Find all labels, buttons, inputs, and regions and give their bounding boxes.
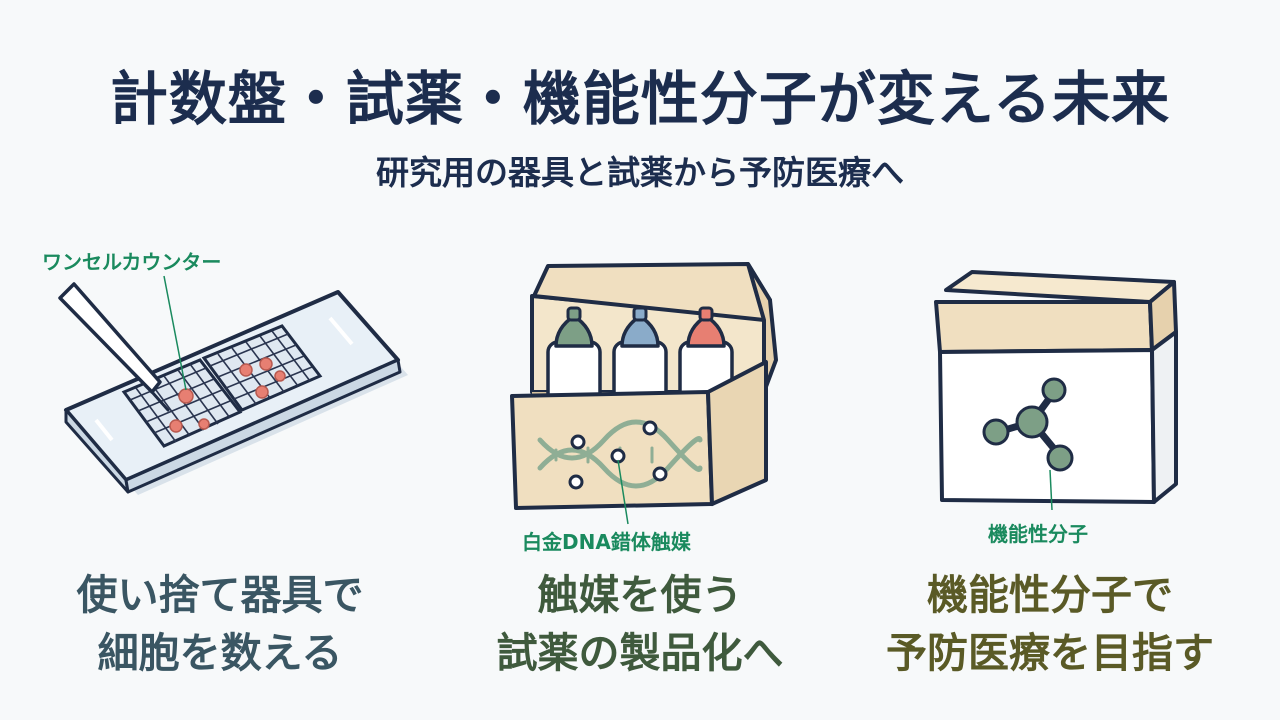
atom — [570, 434, 586, 450]
caption-preventive-medicine: 機能性分子で 予防医療を目指す — [860, 566, 1240, 682]
caption-line: 使い捨て器具で — [76, 571, 364, 619]
caption-catalyst-reagent: 触媒を使う 試薬の製品化へ — [460, 566, 820, 682]
caption-line: 機能性分子で — [927, 571, 1173, 619]
cell — [259, 357, 273, 371]
cell — [178, 388, 194, 404]
caption-line: 細胞を数える — [97, 629, 343, 677]
caption-disposable-counter: 使い捨て器具で 細胞を数える — [40, 566, 400, 682]
box-lid — [934, 300, 1154, 354]
caption-line: 試薬の製品化へ — [496, 629, 784, 677]
callout-platinum-dna-catalyst: 白金DNA錯体触媒 — [522, 530, 691, 554]
caption-line: 触媒を使う — [537, 571, 743, 619]
cell — [169, 419, 183, 433]
caption-line: 予防医療を目指す — [886, 629, 1214, 677]
atom — [642, 420, 658, 436]
atom — [652, 466, 668, 482]
page-subtitle: 研究用の器具と試薬から予防医療へ — [376, 153, 904, 192]
atom — [568, 474, 584, 490]
molecule-icon — [982, 377, 1074, 472]
cell — [255, 385, 269, 399]
callout-one-cell-counter: ワンセルカウンター — [42, 250, 222, 274]
pipette — [58, 282, 162, 394]
molecule-box-illustration — [934, 270, 1178, 511]
reagent-box-illustration — [510, 262, 778, 525]
cell — [239, 363, 253, 377]
cell — [274, 370, 286, 382]
cell — [198, 418, 210, 430]
counting-slide-illustration — [58, 275, 408, 495]
page-title: 計数盤・試薬・機能性分子が変える未来 — [109, 65, 1171, 133]
callout-functional-molecule: 機能性分子 — [988, 522, 1088, 546]
